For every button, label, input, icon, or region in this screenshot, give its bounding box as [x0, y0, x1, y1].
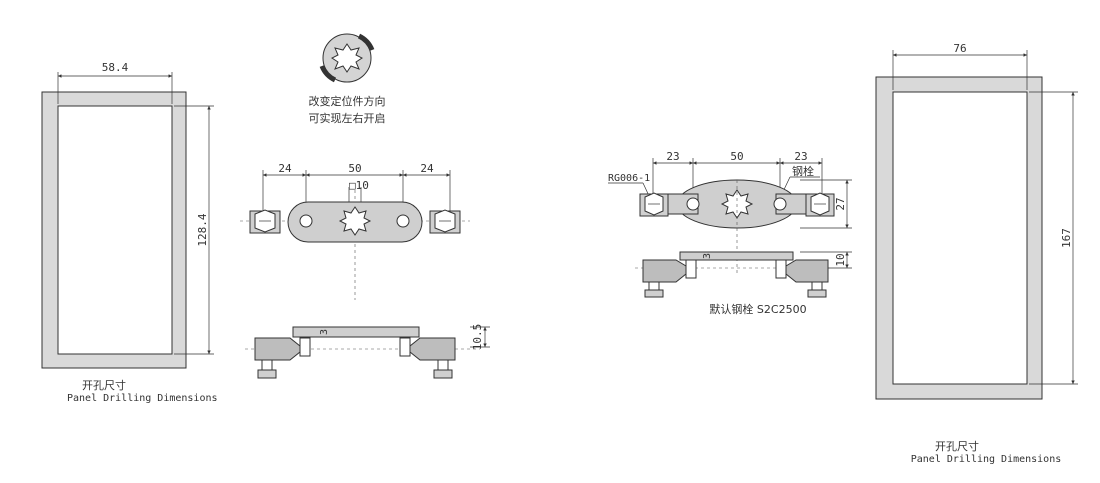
bolt-label: 钢栓	[792, 164, 814, 178]
note-line2: 可实现左右开启	[309, 111, 386, 125]
right-width-dim: 76	[953, 42, 966, 55]
right-latch-caption: 默认钢栓 S2C2500	[709, 302, 806, 316]
right-caption-cn: 开孔尺寸	[935, 439, 979, 453]
left-height-dim: 128.4	[196, 213, 209, 246]
right-panel-cutout: 76 167 开孔尺寸 Panel Drilling Dimensions	[875, 42, 1078, 465]
center-latch-side-view: 10.5 3	[245, 324, 490, 379]
center-dim-right: 24	[420, 162, 434, 175]
center-side-height: 10.5	[471, 324, 484, 351]
right-dim-mid: 50	[730, 150, 743, 163]
right-caption-en: Panel Drilling Dimensions	[911, 454, 1062, 465]
center-square-dim: □10	[349, 179, 369, 192]
left-width-dim: 58.4	[102, 61, 129, 74]
right-side-thickness: 3	[702, 253, 713, 259]
left-panel-cutout: 58.4 128.4 开孔尺寸 Panel Drilling Dimension…	[41, 61, 218, 404]
left-caption-cn: 开孔尺寸	[82, 378, 126, 392]
right-dim-left: 23	[666, 150, 679, 163]
center-dim-left: 24	[278, 162, 292, 175]
right-latch-top-view: 23 50 23 RG006-1 钢栓 27	[608, 150, 852, 275]
left-caption-en: Panel Drilling Dimensions	[67, 393, 218, 404]
rotating-hub-icon	[319, 33, 375, 83]
right-latch-side-view: 3 10 默认钢栓 S2C2500	[635, 251, 852, 316]
right-side-height: 10	[834, 253, 847, 266]
center-latch-top-view: 24 50 24 □10	[240, 162, 470, 300]
right-height-dim-panel: 167	[1060, 228, 1073, 248]
part-label: RG006-1	[608, 173, 650, 184]
right-dim-right: 23	[794, 150, 807, 163]
center-dim-mid: 50	[348, 162, 361, 175]
center-side-thickness: 3	[319, 329, 330, 335]
note-line1: 改变定位件方向	[309, 94, 386, 108]
right-height-dim: 27	[834, 197, 847, 210]
